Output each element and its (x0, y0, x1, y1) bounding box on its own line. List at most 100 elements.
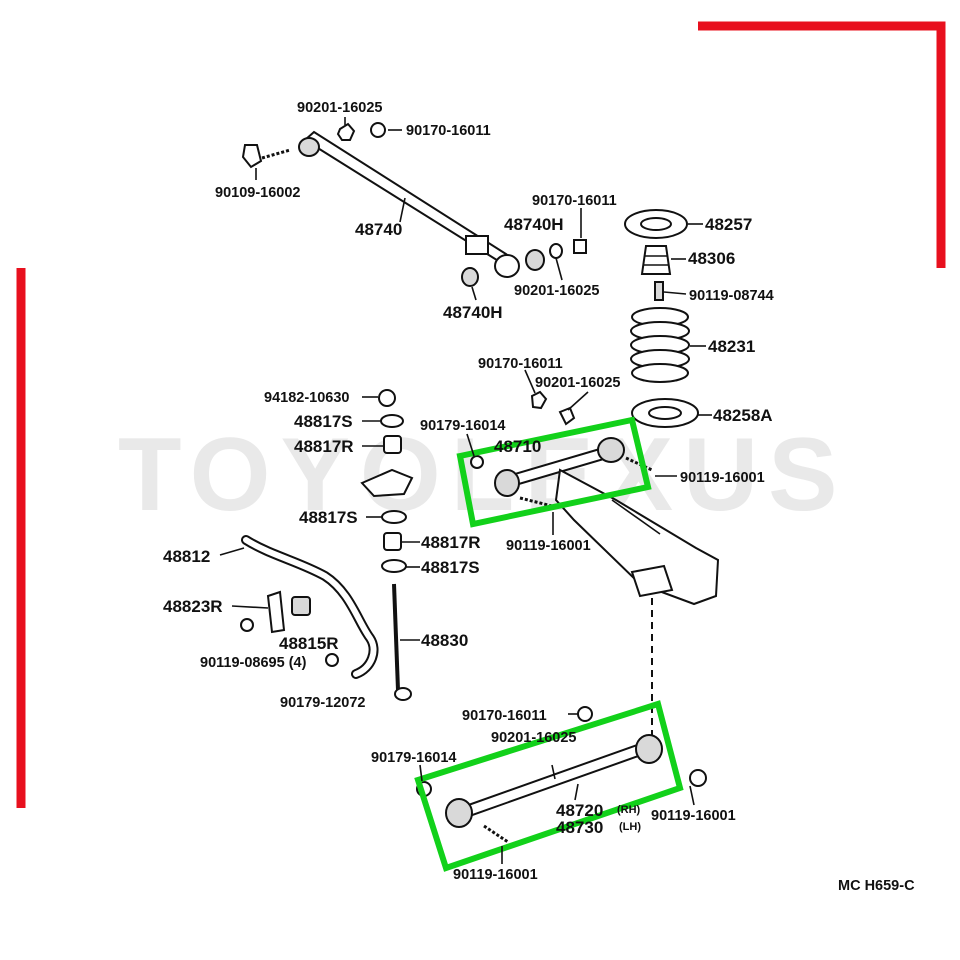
upper-control-arm (470, 390, 653, 508)
axle-bracket (630, 564, 674, 598)
label-90201-16025-c: 90201-16025 (535, 375, 620, 391)
label-90119-16001-b: 90119-16001 (506, 538, 591, 554)
leader-25 (231, 605, 269, 609)
axle-housing-body (554, 468, 720, 606)
label-48710: 48710 (494, 437, 541, 456)
highlight-upper-arm (456, 416, 652, 528)
label-48823R: 48823R (163, 597, 223, 616)
washer-90201-16025-b (549, 243, 563, 259)
label-90170-16011-d: 90170-16011 (462, 708, 547, 724)
nut-94182-10630 (378, 389, 396, 407)
label-48730: 48730 (556, 818, 603, 837)
label-48830: 48830 (421, 631, 468, 650)
link-48830 (392, 583, 400, 691)
leader-22 (219, 547, 245, 556)
label-48720: 48720 (556, 801, 603, 820)
leader-28 (419, 764, 423, 782)
label-48817S-c: 48817S (421, 558, 480, 577)
bolt-90119-16001-b (519, 496, 553, 508)
bolt-90119-08744 (654, 281, 664, 301)
leader-18 (466, 433, 475, 457)
cushion-48817S-b (381, 510, 407, 524)
label-48817S-b: 48817S (299, 508, 358, 527)
link-48830-end (394, 687, 412, 701)
cushion-48817R-b (383, 532, 402, 551)
leader-29 (574, 783, 579, 801)
nut-90201-16025-a (336, 122, 356, 141)
leader-lines (219, 117, 712, 864)
label-90109-16002: 90109-16002 (215, 185, 300, 201)
label-48740H-a: 48740H (504, 215, 564, 234)
label-90119-08695: 90119-08695 (4) (200, 655, 307, 671)
bar-48812 (243, 537, 377, 677)
bracket-stabilizer (360, 468, 414, 498)
label-48231: 48231 (708, 337, 755, 356)
label-48812: 48812 (163, 547, 210, 566)
washer-90201-16025-c (558, 406, 576, 426)
label-48740H-b: 48740H (443, 303, 503, 322)
label-90170-16011-b: 90170-16011 (532, 193, 617, 209)
label-lh: (LH) (619, 821, 641, 833)
bushing-48815R (291, 596, 311, 616)
watermark: TOYOLEXUS (118, 417, 848, 533)
rod-bracket (465, 235, 489, 255)
label-90170-16011-a: 90170-16011 (406, 123, 491, 139)
leader-4 (399, 197, 406, 223)
label-48257: 48257 (705, 215, 752, 234)
bolt-90119-16001-c (689, 769, 707, 787)
highlight-boxes (414, 416, 684, 872)
label-90170-16011-c: 90170-16011 (478, 356, 563, 372)
stabilizer-bar (240, 535, 412, 701)
bolt-shaft (261, 148, 291, 160)
leader-6 (555, 257, 563, 281)
rod-bushing-lower (494, 254, 520, 278)
label-90179-16014-b: 90179-16014 (371, 750, 456, 766)
lateral-control-rod (241, 122, 587, 287)
label-90201-16025-d: 90201-16025 (491, 730, 576, 746)
leader-10 (663, 291, 687, 295)
rod-bushing-upper (298, 137, 320, 157)
label-90201-16025-a: 90201-16025 (297, 100, 382, 116)
leader-12 (524, 369, 536, 394)
nut-90170-16011-a (370, 122, 386, 138)
arm-48710-bushing-right (597, 437, 625, 463)
label-90119-16001-d: 90119-16001 (453, 867, 538, 883)
bolt-90119-16001-d (483, 824, 509, 844)
bumper-48306 (640, 245, 672, 275)
label-48817R-a: 48817R (294, 437, 354, 456)
arm-48720-bushing-left (445, 798, 473, 828)
red-frame (16, 21, 946, 808)
leader-30 (689, 785, 695, 806)
label-48258A: 48258A (713, 406, 773, 425)
coil-spring-48231 (630, 307, 690, 383)
label-48815R: 48815R (279, 634, 339, 653)
insulator-48257-inner (640, 217, 672, 231)
label-90119-16001-a: 90119-16001 (680, 470, 765, 486)
label-90119-16001-c: 90119-16001 (651, 808, 736, 824)
label-48740: 48740 (355, 220, 402, 239)
nut-90170-16011-c (530, 390, 548, 410)
bushing-48740H-b (461, 267, 479, 287)
cushion-48817R-a (383, 435, 402, 454)
rod-48740 (303, 130, 508, 264)
arm-48720-tab (551, 764, 556, 780)
spring-assembly (624, 209, 699, 428)
label-90119-08744: 90119-08744 (689, 288, 774, 304)
arm-48720-bushing-right (635, 734, 663, 764)
nut-90170-16011-b (573, 239, 587, 254)
nut-90179-12072 (325, 653, 339, 667)
arm-48710-bushing-left (494, 469, 520, 497)
label-90179-12072: 90179-12072 (280, 695, 365, 711)
stabilizer-link-parts (360, 389, 414, 573)
label-90179-16014-a: 90179-16014 (420, 418, 505, 434)
lower-control-arm (416, 706, 707, 844)
axle-housing-seam (611, 499, 661, 535)
axle-housing (554, 468, 720, 738)
nut-90170-16011-d (577, 706, 593, 722)
label-48306: 48306 (688, 249, 735, 268)
bolt-90119-08695 (240, 618, 254, 632)
red-frame-top-right (698, 21, 946, 268)
leader-7 (471, 286, 477, 301)
